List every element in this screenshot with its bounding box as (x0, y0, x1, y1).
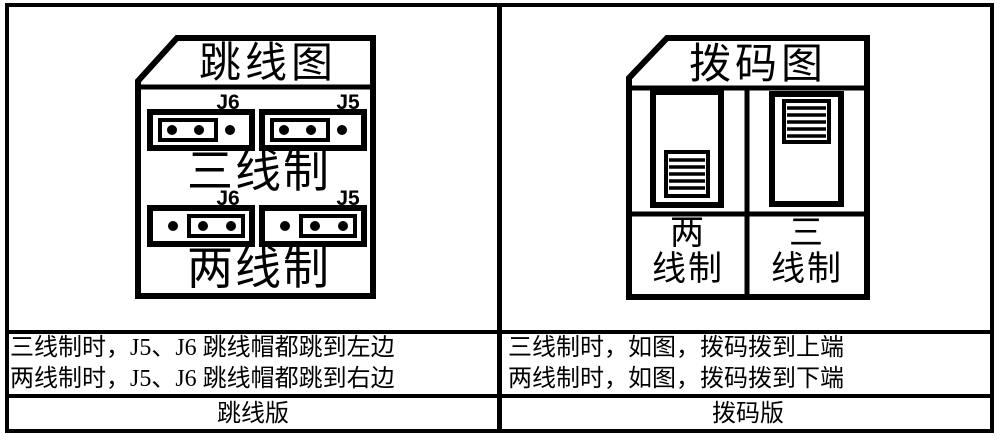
pin-dot (198, 221, 208, 231)
jumper-j6-label-two-wire: J6 (216, 187, 239, 210)
dip-two-wire-label-line2: 线制 (652, 250, 724, 288)
jumper-notes: 三线制时，J5、J6 跳线帽都跳到左边 两线制时，J5、J6 跳线帽都跳到右边 (10, 333, 495, 395)
dip-note-line2: 两线制时，如图，拨码拨到下端 (508, 366, 844, 392)
jumper-board-caption: 跳线版 (217, 401, 289, 427)
pin-dot (279, 125, 289, 135)
dip-three-wire-label-line1: 三 (789, 215, 825, 252)
pin-dot (225, 125, 235, 135)
jumper-block-j5-two-wire (259, 205, 367, 247)
jumper-j6-label-three-wire: J6 (216, 91, 239, 114)
dip-diagram-title: 拨码图 (689, 42, 827, 88)
jumper-block-j5-three-wire (259, 109, 367, 151)
jumper-note-line2: 两线制时，J5、J6 跳线帽都跳到右边 (10, 366, 395, 392)
jumper-diagram-title: 跳线图 (199, 41, 337, 87)
dip-switch-handle-up (782, 99, 831, 144)
row-divider-captions (5, 394, 994, 398)
pin-dot (337, 125, 347, 135)
pin-dot (168, 221, 178, 231)
dip-notes: 三线制时，如图，拨码拨到上端 两线制时，如图，拨码拨到下端 (508, 333, 992, 395)
dip-three-wire-label-line2: 线制 (771, 250, 843, 288)
jumper-j5-label-three-wire: J5 (336, 91, 360, 114)
dip-switch-handle-down (664, 150, 710, 198)
jumper-block-j6-three-wire (147, 109, 255, 151)
pin-dot (280, 221, 290, 231)
jumper-note-line1: 三线制时，J5、J6 跳线帽都跳到左边 (10, 335, 395, 361)
pin-dot (306, 125, 316, 135)
jumper-cap-right (187, 214, 245, 238)
jumper-j5-label-two-wire: J5 (336, 187, 360, 210)
jumper-cap-right (299, 214, 357, 238)
three-wire-label: 三线制 (187, 146, 331, 197)
pin-dot (167, 125, 177, 135)
two-wire-label: 两线制 (187, 243, 331, 294)
jumper-block-j6-two-wire (147, 205, 255, 247)
column-divider (497, 3, 502, 433)
pin-dot (310, 221, 320, 231)
dip-switch-three-wire (769, 91, 844, 207)
jumper-cap-left (270, 118, 330, 142)
dip-board-caption: 拨码版 (712, 401, 784, 427)
pin-dot (226, 221, 236, 231)
jumper-cap-left (158, 118, 218, 142)
pin-dot (194, 125, 204, 135)
dip-switch-two-wire (650, 89, 724, 208)
jumper-diagram: 跳线图 J6 J5 三线制 J6 J5 (135, 35, 376, 299)
pin-dot (338, 221, 348, 231)
dip-diagram: 拨码图 (626, 35, 870, 300)
dip-two-wire-label-line1: 两 (670, 215, 706, 252)
row-divider-notes (5, 330, 994, 334)
dip-note-line1: 三线制时，如图，拨码拨到上端 (508, 335, 844, 361)
